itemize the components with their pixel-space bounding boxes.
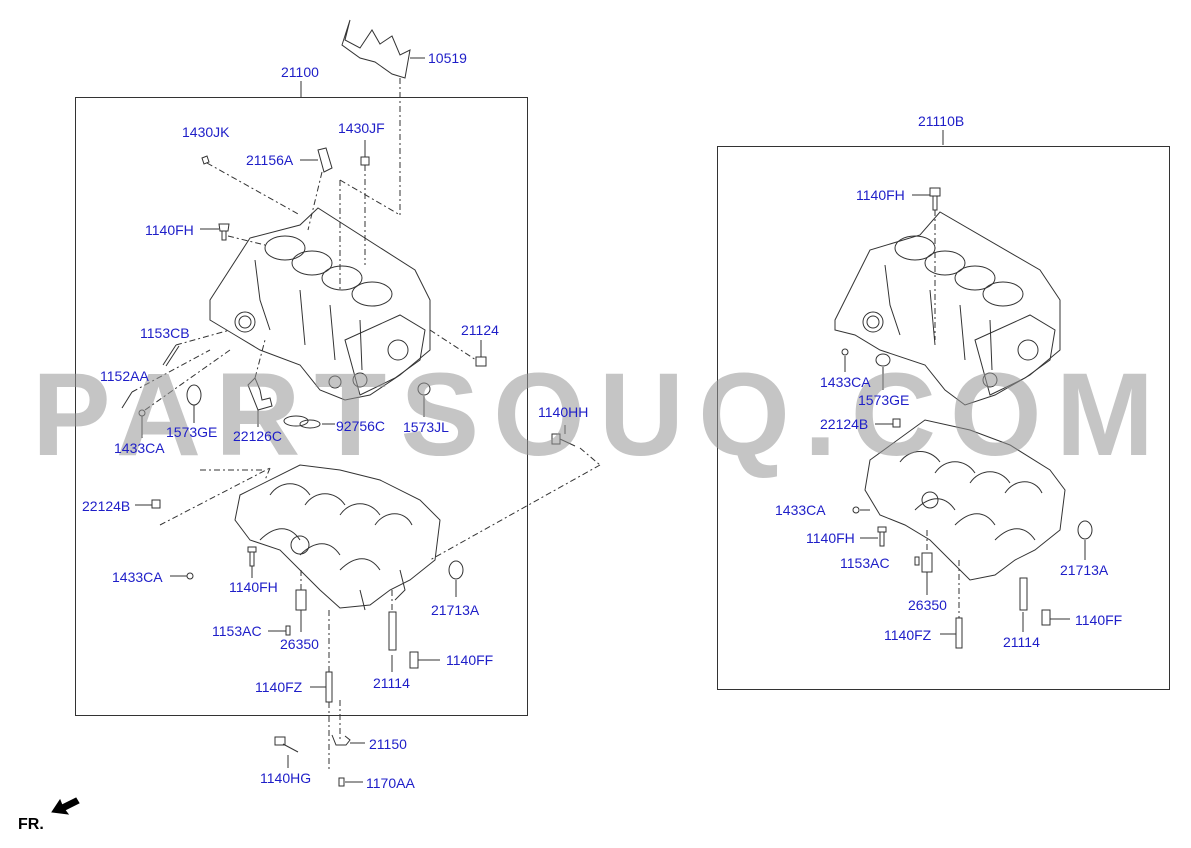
part-label-1153CB[interactable]: 1153CB — [140, 325, 190, 341]
part-21156A-shape — [317, 147, 333, 173]
part-label-1140HH[interactable]: 1140HH — [538, 404, 589, 420]
lower-block-right-shape — [864, 419, 1066, 581]
watermark: PARTSOUQ.COM — [31, 349, 1169, 481]
part-label-r21114[interactable]: 21114 — [1003, 634, 1040, 650]
part-label-21150[interactable]: 21150 — [369, 736, 407, 752]
part-r1140FF-shape — [1041, 609, 1051, 626]
part-label-r1140FH-top[interactable]: 1140FH — [856, 187, 905, 203]
part-r1153AC-shape — [914, 556, 920, 566]
part-r21114-shape — [1019, 577, 1028, 611]
part-label-22124B-a[interactable]: 22124B — [82, 498, 131, 514]
part-label-r1140FF[interactable]: 1140FF — [1075, 612, 1123, 628]
part-label-r1153AC[interactable]: 1153AC — [840, 555, 890, 571]
part-label-22126C[interactable]: 22126C — [233, 428, 283, 444]
part-label-1433CA-b[interactable]: 1433CA — [112, 569, 163, 585]
part-r21713A-shape — [1077, 520, 1093, 540]
part-92756C-shape — [283, 415, 309, 427]
part-label-r26350[interactable]: 26350 — [908, 597, 947, 613]
part-label-1573JL[interactable]: 1573JL — [403, 419, 449, 435]
part-1140HH-shape — [551, 433, 576, 447]
upper-block-right-shape — [834, 211, 1061, 406]
part-label-26350-a[interactable]: 26350 — [280, 636, 319, 652]
part-label-r1433CA-b[interactable]: 1433CA — [775, 502, 826, 518]
part-label-1170AA[interactable]: 1170AA — [366, 775, 415, 791]
part-label-r22124B[interactable]: 22124B — [820, 416, 869, 432]
part-r22124B-shape — [892, 418, 901, 428]
part-1430JK-shape — [201, 155, 210, 165]
upper-block-left-shape — [209, 207, 431, 401]
part-label-r21713A[interactable]: 21713A — [1060, 562, 1109, 578]
part-21713A-a-shape — [448, 560, 464, 580]
part-r1140FH-b-shape — [877, 526, 887, 547]
part-label-10519[interactable]: 10519 — [428, 50, 467, 66]
front-arrow-icon — [51, 797, 80, 815]
part-label-r1433CA-a[interactable]: 1433CA — [820, 374, 871, 390]
part-label-r1140FH-b[interactable]: 1140FH — [806, 530, 855, 546]
part-1140FZ-a-shape — [325, 671, 333, 703]
part-21150-shape — [331, 734, 351, 746]
part-label-r1573GE[interactable]: 1573GE — [858, 392, 910, 408]
part-label-21114-a[interactable]: 21114 — [373, 675, 410, 691]
part-22126C-shape — [247, 377, 273, 411]
part-label-1140HG[interactable]: 1140HG — [260, 770, 312, 786]
part-1140HG-shape — [274, 736, 299, 753]
part-label-1153AC-a[interactable]: 1153AC — [212, 623, 262, 639]
part-1140FF-a-shape — [409, 651, 419, 669]
part-r26350-shape — [921, 552, 933, 573]
assembly-frame-21100 — [75, 97, 528, 716]
part-label-21124[interactable]: 21124 — [461, 322, 499, 338]
part-label-1430JK[interactable]: 1430JK — [182, 124, 230, 140]
part-21124-shape — [475, 356, 487, 367]
part-label-1430JF[interactable]: 1430JF — [338, 120, 385, 136]
part-label-1140FH-top[interactable]: 1140FH — [145, 222, 194, 238]
part-label-92756C[interactable]: 92756C — [336, 418, 386, 434]
part-1573JL-shape — [417, 382, 431, 396]
part-label-1140FF-a[interactable]: 1140FF — [446, 652, 494, 668]
assembly-frame-21110B — [717, 146, 1170, 690]
assembly-label-21100[interactable]: 21100 — [281, 64, 319, 80]
assembly-label-21110B[interactable]: 21110B — [918, 113, 965, 129]
part-r1140FZ-shape — [955, 617, 963, 649]
part-r1573GE-shape — [875, 353, 891, 367]
lower-block-left-shape — [234, 464, 441, 611]
part-label-1152AA[interactable]: 1152AA — [100, 368, 149, 384]
part-label-1573GE-a[interactable]: 1573GE — [166, 424, 218, 440]
part-21114-a-shape — [388, 611, 397, 651]
part-label-1140FZ-a[interactable]: 1140FZ — [255, 679, 303, 695]
direction-label: FR. — [18, 816, 44, 833]
part-label-1140FH-b[interactable]: 1140FH — [229, 579, 278, 595]
part-26350-a-shape — [295, 589, 307, 611]
part-label-1433CA-a[interactable]: 1433CA — [114, 440, 165, 456]
part-22124B-a-shape — [151, 499, 161, 509]
part-label-21156A[interactable]: 21156A — [246, 152, 294, 168]
part-label-r1140FZ[interactable]: 1140FZ — [884, 627, 932, 643]
part-1170AA-shape — [338, 777, 345, 787]
part-10519-shape — [341, 19, 411, 79]
part-label-21713A-a[interactable]: 21713A — [431, 602, 480, 618]
part-1140FH-top-shape — [218, 223, 230, 241]
